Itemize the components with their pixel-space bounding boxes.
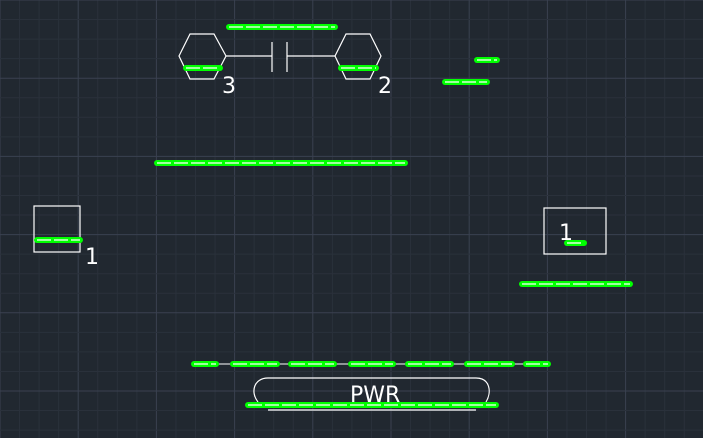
selected-segments	[34, 24, 633, 408]
hex-left-label: 3	[222, 74, 236, 99]
power-block-outline[interactable]	[253, 377, 490, 411]
box-left[interactable]	[33, 205, 81, 253]
box-right-label: 1	[559, 221, 573, 246]
box-right[interactable]	[543, 207, 607, 255]
hex-right-label: 2	[378, 74, 392, 99]
hexagon-left[interactable]	[178, 33, 227, 80]
drawing-geometry	[33, 33, 607, 411]
hexagon-right[interactable]	[334, 33, 382, 80]
box-left-label: 1	[85, 245, 99, 270]
